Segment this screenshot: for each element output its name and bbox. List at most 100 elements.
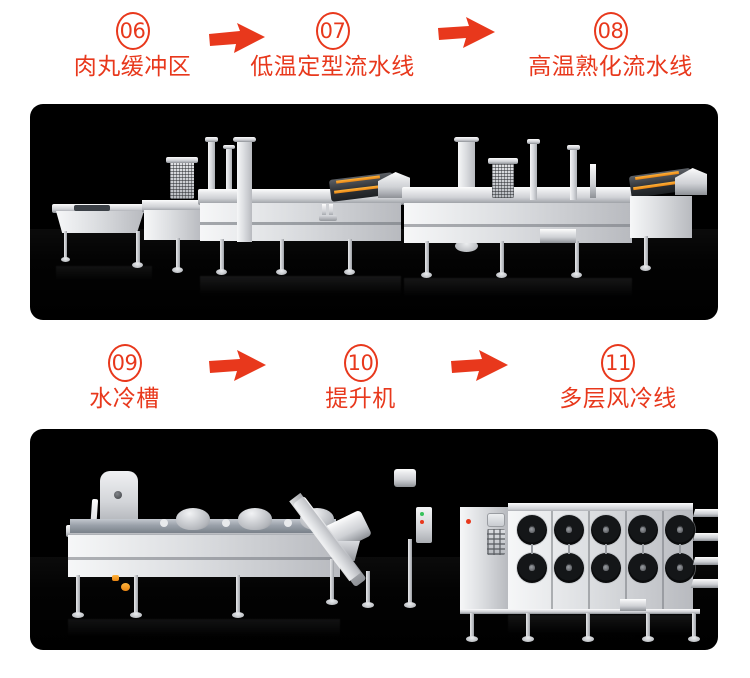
- tank-seam: [68, 557, 340, 560]
- reflection: [508, 615, 693, 641]
- arrow-09-to-10-icon: [208, 350, 268, 384]
- outfeed-tray: [692, 509, 718, 517]
- module-divider: [551, 511, 553, 609]
- leg-foot: [522, 636, 534, 642]
- elevator-control-box: [416, 507, 432, 543]
- cooling-line-top-frame: [508, 503, 693, 513]
- process-step-row-bottom: 09 水冷槽 10 提升机 11 多层风冷线: [0, 332, 750, 428]
- leg: [280, 239, 284, 272]
- drain-valve-handle: [112, 575, 119, 581]
- process-step-10[interactable]: 10 提升机: [308, 344, 413, 411]
- reflection: [200, 276, 401, 302]
- leg-foot: [688, 636, 700, 642]
- process-step-06[interactable]: 06 肉丸缓冲区: [60, 12, 205, 79]
- leg: [526, 613, 530, 639]
- cooling-tank-body: [68, 535, 340, 577]
- fan-connector: [531, 544, 533, 554]
- leg: [646, 613, 650, 639]
- leg: [575, 241, 579, 275]
- outfeed-tray: [690, 579, 718, 588]
- base-plate: [540, 229, 576, 243]
- cooling-fan: [628, 553, 658, 583]
- leg-foot: [232, 612, 244, 618]
- leg: [64, 231, 67, 259]
- process-step-09[interactable]: 09 水冷槽: [72, 344, 177, 411]
- process-step-07[interactable]: 07 低温定型流水线: [235, 12, 430, 79]
- leg-foot: [640, 265, 651, 271]
- vent-cap: [205, 137, 218, 142]
- arrow-07-to-08-icon: [437, 17, 497, 51]
- vent-pipe: [570, 148, 577, 200]
- cooling-fan: [517, 553, 547, 583]
- leg: [408, 539, 412, 605]
- vent-cap: [527, 139, 540, 144]
- leg-foot: [326, 599, 338, 605]
- vent-pipe: [530, 142, 537, 200]
- tank-roller: [176, 508, 210, 530]
- tunnel-body-08: [404, 203, 632, 243]
- cooling-fan: [591, 553, 621, 583]
- leg: [644, 236, 648, 268]
- step-number-badge: 10: [343, 344, 378, 382]
- vent-pipe: [226, 148, 232, 200]
- support-column: [237, 140, 252, 242]
- arrow-06-to-07-icon: [207, 22, 267, 56]
- leg-foot: [582, 636, 594, 642]
- equipment-photo-top: 肉丸缓冲区 / 低温定型流水线 / 高温熟化流水线 不锈钢生产线设备照片: [30, 104, 718, 320]
- fan-connector: [568, 544, 570, 554]
- equipment-photo-bottom: 水冷槽 / 提升机 / 多层风冷线 不锈钢生产线设备照片: [30, 429, 718, 650]
- sensor-post: [590, 164, 596, 198]
- column-foot: [455, 240, 478, 252]
- control-keypad[interactable]: [487, 529, 505, 555]
- valve-stem: [329, 204, 333, 217]
- leg-foot: [642, 636, 654, 642]
- leg: [236, 575, 240, 615]
- step-label: 低温定型流水线: [250, 54, 415, 80]
- leg-foot: [130, 612, 142, 618]
- fan-connector: [605, 544, 607, 554]
- tunnel-seam: [404, 224, 632, 227]
- status-light-green: [420, 512, 424, 516]
- outfeed-tray: [692, 533, 718, 541]
- step-number-badge: 06: [115, 12, 150, 50]
- leg: [500, 241, 504, 275]
- cabinet-top: [488, 158, 518, 164]
- valve-stem: [322, 204, 326, 217]
- float-ball: [284, 519, 292, 527]
- leg: [425, 241, 429, 275]
- transfer-conveyor: [142, 200, 204, 212]
- leg: [586, 613, 590, 639]
- module-divider: [662, 511, 664, 609]
- step-number-badge: 09: [107, 344, 142, 382]
- fan-connector: [642, 544, 644, 554]
- base-rail: [460, 609, 700, 614]
- hood-knob: [114, 491, 122, 499]
- production-line-scene-bottom: [30, 429, 718, 650]
- base-plate: [620, 599, 646, 611]
- arrow-10-to-11-icon: [450, 350, 510, 384]
- valve-block: [319, 215, 337, 221]
- leg-foot: [344, 269, 355, 275]
- elevator-head: [394, 469, 416, 487]
- process-step-11[interactable]: 11 多层风冷线: [543, 344, 693, 411]
- buffer-hopper-body: [56, 211, 144, 233]
- leg: [76, 575, 80, 615]
- module-divider: [625, 511, 627, 609]
- control-cabinet-grille: [170, 161, 194, 199]
- cooling-fan: [665, 515, 695, 545]
- outfeed-tray: [692, 557, 718, 565]
- cooling-tank-hood: [100, 471, 138, 527]
- vent-cap: [567, 145, 580, 150]
- step-number-badge: 11: [601, 344, 635, 382]
- leg-foot: [132, 262, 143, 268]
- reflection: [68, 619, 340, 643]
- hmi-display[interactable]: [487, 513, 505, 527]
- leg-foot: [216, 269, 227, 275]
- leg-foot: [466, 636, 478, 642]
- transfer-conveyor-frame: [144, 210, 202, 240]
- cooling-fan: [628, 515, 658, 545]
- leg-foot: [61, 257, 70, 262]
- production-line-scene-top: [30, 104, 718, 320]
- process-step-08[interactable]: 08 高温熟化流水线: [513, 12, 708, 79]
